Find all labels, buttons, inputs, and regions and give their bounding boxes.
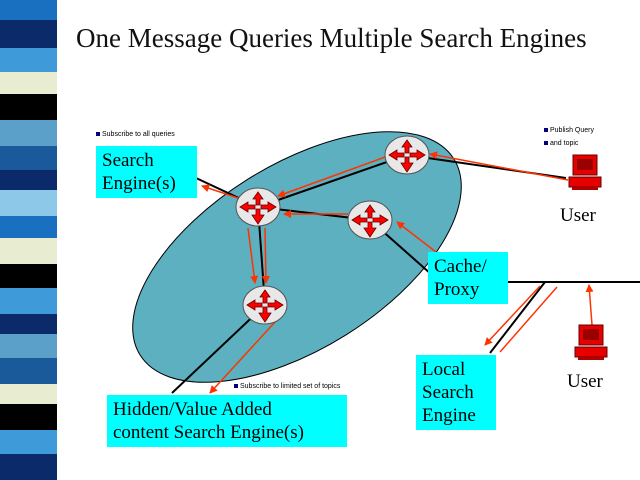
message-arrows — [201, 151, 594, 394]
router-icon — [235, 187, 281, 227]
computer-icon — [568, 154, 602, 190]
router-icon — [384, 135, 430, 175]
router-icon — [347, 200, 393, 240]
cache-proxy-label: Cache/Proxy — [428, 252, 508, 304]
slide-title: One Message Queries Multiple Search Engi… — [76, 23, 587, 53]
user-label-bottom: User — [567, 371, 603, 392]
router-icon — [242, 285, 288, 325]
user-label-top: User — [560, 205, 596, 226]
and-topic-note: and topic — [544, 140, 578, 147]
subscribe-all-note: Subscribe to all queries — [96, 131, 175, 138]
publish-query-note: Publish Query — [544, 127, 594, 134]
subscribe-limited-note: Subscribe to limited set of topics — [234, 383, 340, 390]
decorative-strip — [0, 0, 70, 480]
computer-icon — [574, 324, 608, 360]
